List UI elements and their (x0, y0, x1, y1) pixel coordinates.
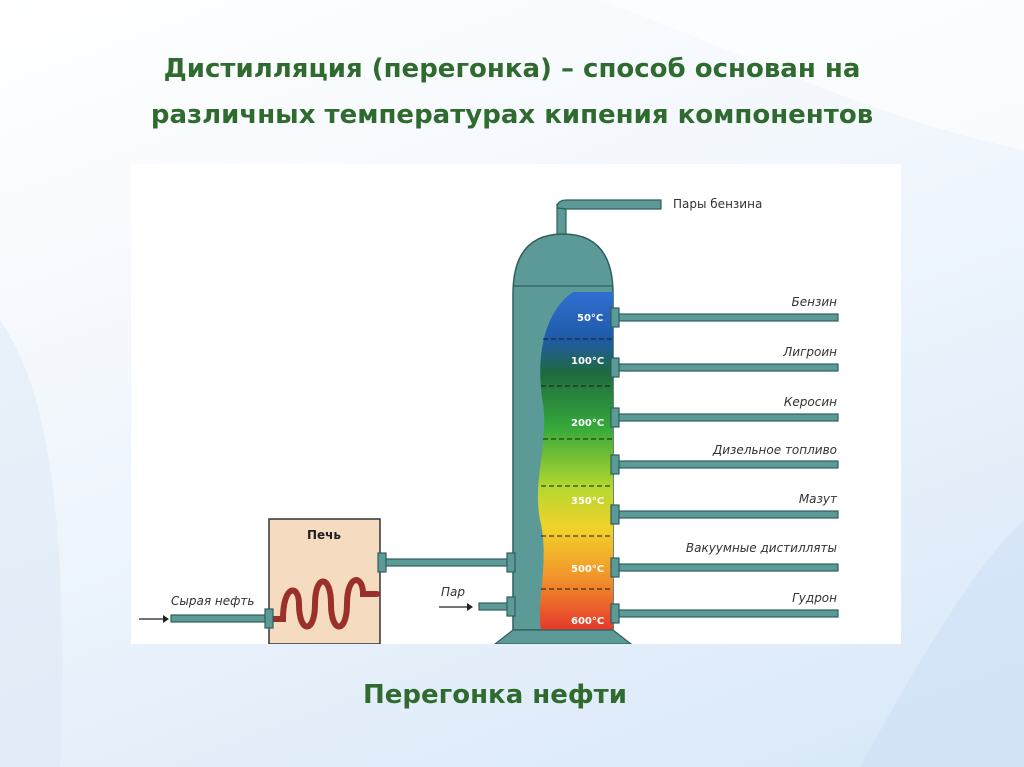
feed-flange-left (377, 552, 387, 573)
heating-coil (268, 577, 380, 630)
feed-pipe (379, 558, 514, 567)
crude-label: Сырая нефть (171, 594, 254, 608)
temp-label-100: 100°C (571, 356, 604, 367)
fraction-label-tar: Гудрон (792, 591, 837, 605)
crude-inlet-pipe (170, 614, 270, 623)
column-base (494, 629, 632, 644)
diagram-svg: Пары бензина 50°C 100°C 200°C 350°C 500°… (139, 197, 839, 644)
furnace-label: Печь (307, 528, 341, 542)
steam-arrowhead (467, 603, 473, 611)
temp-label-600: 600°C (571, 616, 604, 627)
steam-label: Пар (441, 585, 465, 599)
steam-flange (506, 596, 516, 617)
crude-inlet-flange (264, 608, 274, 629)
slide-title: Дистилляция (перегонка) – способ основан… (60, 46, 964, 138)
output-pipes (610, 307, 839, 624)
fraction-label-ligroin: Лигроин (782, 345, 837, 359)
top-vapor-label: Пары бензина (673, 197, 762, 211)
fraction-label-diesel: Дизельное топливо (712, 443, 837, 457)
fraction-label-fuel-oil: Мазут (799, 492, 838, 506)
temp-label-50: 50°C (577, 313, 603, 324)
crude-arrowhead (163, 615, 169, 623)
temp-label-350: 350°C (571, 496, 604, 507)
fraction-label-kerosene: Керосин (784, 395, 837, 409)
temp-label-200: 200°C (571, 418, 604, 429)
title-line-1: Дистилляция (перегонка) – способ основан… (163, 54, 861, 84)
feed-flange-right (506, 552, 516, 573)
temp-label-500: 500°C (571, 564, 604, 575)
diagram-caption: Перегонка нефти (363, 680, 627, 710)
fraction-label-gasoline: Бензин (792, 295, 838, 309)
title-line-2: различных температурах кипения компонент… (150, 100, 874, 130)
fraction-label-vacuum-distillates: Вакуумные дистилляты (686, 541, 837, 555)
fraction-liquid (537, 292, 613, 630)
distillation-diagram: Пары бензина 50°C 100°C 200°C 350°C 500°… (131, 164, 901, 644)
fraction-separators (541, 338, 613, 590)
